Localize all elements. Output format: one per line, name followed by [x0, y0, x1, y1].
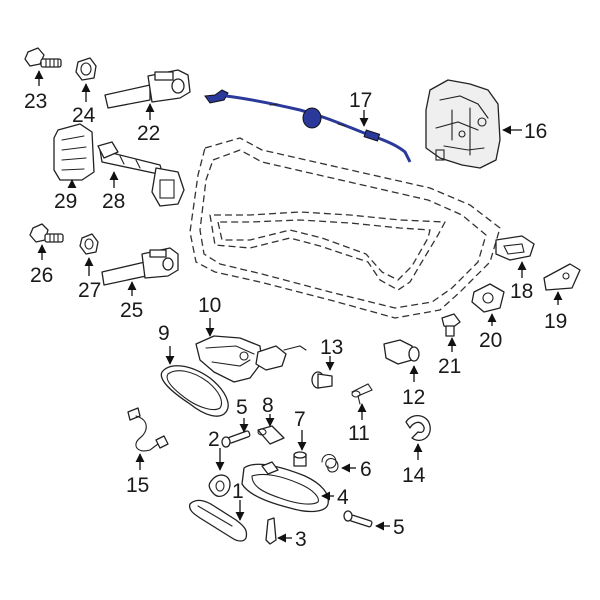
part-19-bezel [543, 263, 581, 291]
callout-19: 19 [544, 310, 567, 333]
callout-28: 28 [102, 190, 125, 213]
callout-29: 29 [54, 190, 77, 213]
callout-25: 25 [120, 299, 143, 322]
callout-26: 26 [30, 264, 53, 287]
part-24-nut [75, 57, 97, 81]
part-6-spring [321, 453, 339, 473]
callout-2: 2 [208, 428, 220, 451]
part-25-hinge [101, 247, 179, 286]
callout-27: 27 [78, 279, 101, 302]
callout-16: 16 [524, 120, 547, 143]
part-8-sleeve [257, 425, 285, 445]
part-10-handle-base [195, 335, 307, 383]
part-15-wire-harness [127, 407, 169, 452]
callout-20: 20 [479, 329, 502, 352]
callout-1: 1 [232, 480, 244, 503]
callout-21: 21 [438, 355, 461, 378]
callout-6: 6 [360, 458, 372, 481]
part-16-door-lock [425, 79, 501, 169]
part-26-bolt [29, 223, 64, 243]
callout-5-lower: 5 [393, 516, 405, 539]
part-5-screw-lower [343, 510, 373, 528]
callout-12: 12 [402, 386, 425, 409]
part-14-c-clip [405, 415, 431, 441]
part-28-check-strap [97, 141, 185, 207]
callout-22: 22 [137, 122, 160, 145]
callout-24: 24 [72, 104, 96, 127]
callout-5-upper: 5 [236, 396, 248, 419]
callout-17: 17 [349, 89, 372, 112]
callout-11: 11 [348, 422, 370, 445]
callout-23: 23 [24, 90, 47, 113]
part-12-sensor [383, 339, 420, 365]
callout-14: 14 [402, 464, 426, 487]
part-11-spring-clip [351, 383, 373, 405]
part-1-outside-handle [188, 499, 248, 542]
door-frame-outline [189, 137, 501, 319]
callout-13: 13 [320, 336, 343, 359]
part-5-screw-upper [221, 430, 251, 448]
part-21-clip [441, 313, 461, 337]
part-2-gasket [208, 474, 231, 498]
part-3-pin [265, 517, 277, 545]
callout-3: 3 [295, 528, 307, 551]
part-13-pin [311, 371, 333, 389]
part-17-release-cable [204, 89, 412, 163]
callout-4: 4 [337, 486, 349, 509]
part-18-inside-handle [495, 235, 535, 261]
callout-18: 18 [510, 280, 533, 303]
callout-9: 9 [158, 322, 170, 345]
callout-15: 15 [126, 474, 149, 497]
part-27-nut [79, 233, 99, 255]
callout-10: 10 [198, 294, 221, 317]
part-9-handle-gasket [160, 365, 229, 417]
callout-7: 7 [294, 408, 306, 431]
part-29-cover [53, 123, 95, 181]
part-7-bushing [293, 451, 307, 467]
callout-8: 8 [262, 394, 274, 417]
part-23-bolt [24, 47, 62, 68]
part-4-handle-housing [241, 461, 329, 513]
part-20-bracket [471, 283, 505, 313]
part-22-hinge [104, 69, 191, 109]
